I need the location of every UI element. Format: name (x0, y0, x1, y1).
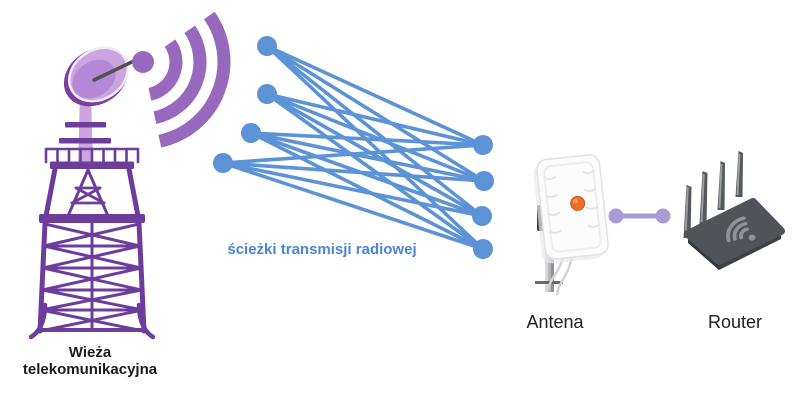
network-edge (222, 161, 485, 183)
tower-label-line2: telekomunikacyjna (22, 361, 158, 378)
network-edges (222, 44, 485, 251)
transmission-network (213, 36, 494, 259)
network-node (241, 123, 261, 143)
wifi-arcs (148, 11, 231, 148)
network-edge (266, 92, 485, 183)
panel-grooves-left (543, 175, 563, 234)
connector-line (608, 208, 671, 224)
dish-feed-arm (92, 57, 140, 82)
network-edge (250, 131, 484, 147)
network-edge (222, 143, 484, 165)
antenna-label: Antena (526, 312, 584, 332)
tower-label: Wieża telekomunikacyjna (6, 344, 174, 378)
network-edge (222, 161, 483, 218)
network-node (474, 171, 494, 191)
network-edge (265, 92, 485, 251)
antenna-device (533, 154, 609, 296)
antenna-badge-highlight (573, 198, 578, 204)
connector-dot-right (655, 208, 671, 224)
tower-lower-section (28, 220, 156, 340)
mast-crossbar-upper (65, 122, 106, 128)
network-node (473, 239, 493, 259)
tower-illustration (28, 92, 156, 340)
network-node (473, 135, 493, 155)
router-label: Router (707, 312, 763, 332)
network-edge (222, 161, 484, 251)
router-antennas (683, 151, 743, 238)
tower-label-line1: Wieża (68, 344, 112, 361)
network-edge (250, 131, 485, 183)
connector-dot-left (608, 208, 624, 224)
wifi-dot (132, 51, 154, 73)
router-wifi-icon (726, 216, 756, 243)
network-edge (265, 44, 484, 218)
wifi-signal-icon (132, 11, 231, 148)
tower-platform-deck (50, 161, 134, 169)
network-edge (266, 92, 484, 147)
panel-grooves-right (581, 169, 601, 228)
antenna-pole-bolt-bar (535, 281, 563, 284)
network-node (472, 206, 492, 226)
router-device (683, 151, 785, 270)
satellite-dish-icon (63, 46, 141, 107)
network-node (213, 153, 233, 173)
panel-inner-face (543, 161, 602, 253)
tower-upper-section (43, 166, 141, 219)
mast-crossbar-lower (59, 138, 111, 144)
transmission-paths-label: ścieżki transmisji radiowej (227, 241, 417, 258)
network-edge (266, 44, 485, 183)
network-nodes (213, 36, 494, 259)
tower-mid-band (39, 214, 145, 223)
network-node (257, 36, 277, 56)
network-node (257, 84, 277, 104)
network-edge (265, 44, 485, 251)
network-edge (266, 92, 483, 218)
tower-platform-railing (44, 147, 140, 164)
antenna-panel (533, 154, 609, 264)
network-edge (266, 44, 484, 147)
